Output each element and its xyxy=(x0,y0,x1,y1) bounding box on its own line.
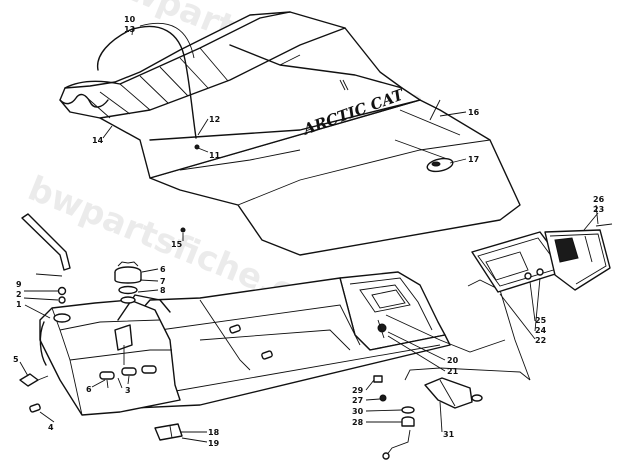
callout-2: 2 xyxy=(16,290,22,299)
callout-30: 30 xyxy=(352,407,364,416)
callout-18: 18 xyxy=(208,428,220,437)
callout-6-rivet: 6 xyxy=(86,385,92,394)
callout-13: 13 xyxy=(124,25,135,34)
callout-14: 14 xyxy=(92,136,104,145)
callout-31: 31 xyxy=(443,430,455,439)
callout-12: 12 xyxy=(209,115,220,124)
callout-11: 11 xyxy=(209,151,221,160)
taillight xyxy=(471,223,613,293)
callout-7: 7 xyxy=(160,277,166,286)
callout-28: 28 xyxy=(352,418,364,427)
callout-29: 29 xyxy=(352,386,364,395)
callout-27: 27 xyxy=(352,396,363,405)
callout-numbers: 10 13 14 12 11 16 17 15 26 23 6 7 8 9 2 … xyxy=(13,15,605,448)
callout-16: 16 xyxy=(468,108,480,117)
callout-19: 19 xyxy=(208,439,220,448)
callout-25: 25 xyxy=(535,316,547,325)
callout-26: 26 xyxy=(593,195,605,204)
callout-10: 10 xyxy=(124,15,136,24)
callout-leaders xyxy=(19,26,599,443)
callout-23: 23 xyxy=(593,205,604,214)
callout-20: 20 xyxy=(447,356,459,365)
callout-4: 4 xyxy=(48,423,54,432)
callout-9: 9 xyxy=(16,280,22,289)
callout-6: 6 xyxy=(160,265,166,274)
hood: ARCTIC CAT xyxy=(59,11,521,256)
callout-24: 24 xyxy=(535,326,547,335)
callout-17: 17 xyxy=(468,155,479,164)
callout-8: 8 xyxy=(160,286,166,295)
callout-1: 1 xyxy=(16,300,22,309)
callout-5: 5 xyxy=(13,355,19,364)
callout-15: 15 xyxy=(171,240,183,249)
callout-21: 21 xyxy=(447,367,459,376)
callout-3: 3 xyxy=(125,386,131,395)
callout-22: 22 xyxy=(535,336,546,345)
chassis xyxy=(19,261,531,460)
fill-tube xyxy=(21,213,71,304)
